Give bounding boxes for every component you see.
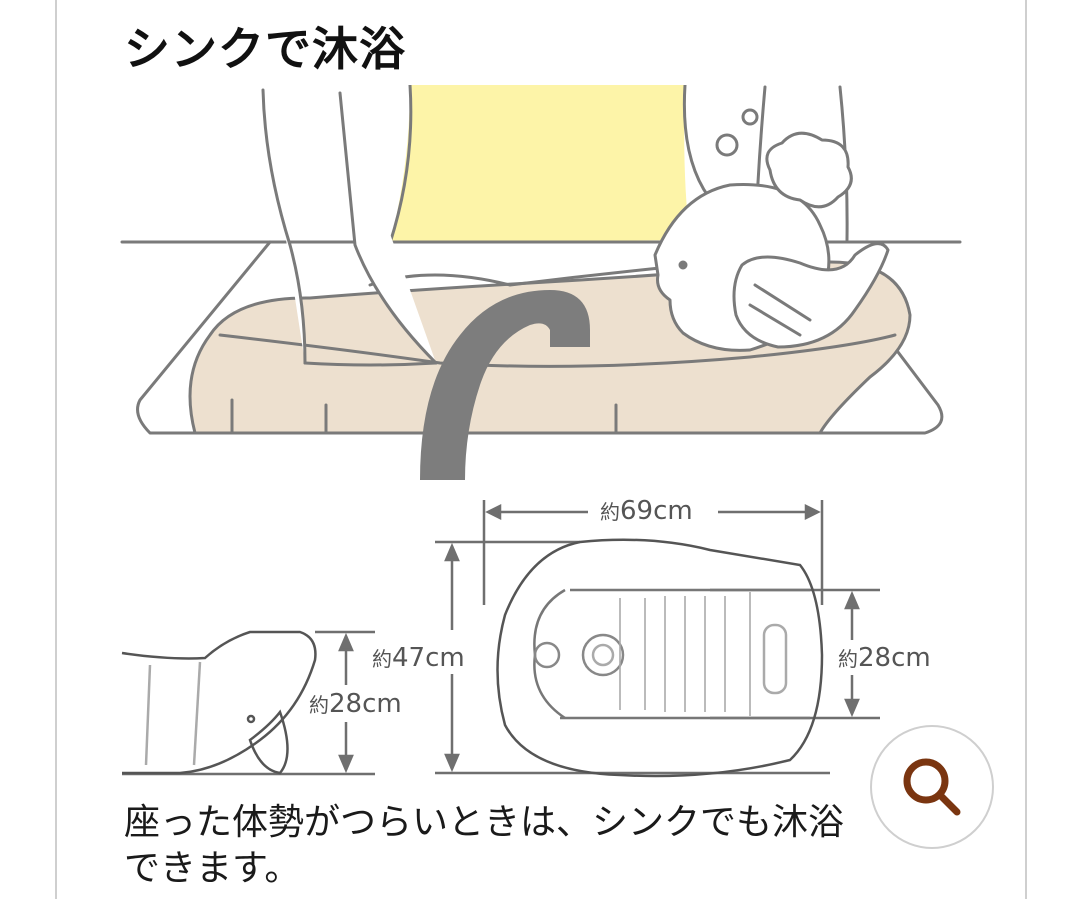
- label-prefix: 約: [309, 693, 329, 717]
- zoom-button[interactable]: [870, 725, 994, 849]
- dimension-width-label: 約69cm: [596, 496, 697, 527]
- dimension-inner-width-label: 約28cm: [834, 643, 935, 674]
- label-prefix: 約: [600, 500, 620, 524]
- label-value: 28cm: [329, 689, 402, 719]
- label-prefix: 約: [838, 647, 858, 671]
- label-value: 28cm: [858, 643, 931, 673]
- caption-line-2: できます。: [124, 848, 301, 889]
- magnifier-icon: [903, 758, 961, 816]
- dimension-diagram: [121, 500, 880, 778]
- label-value: 47cm: [392, 643, 465, 673]
- page-title: シンクで沐浴: [124, 22, 406, 76]
- dimension-side-height-label: 約28cm: [305, 689, 406, 720]
- caption: 座った体勢がつらいときは、シンクでも沐浴 できます。: [124, 800, 904, 892]
- sink-bath-illustration: [120, 85, 962, 480]
- label-value: 69cm: [620, 496, 693, 526]
- label-prefix: 約: [372, 647, 392, 671]
- caption-line-1: 座った体勢がつらいときは、シンクでも沐浴: [124, 802, 845, 843]
- dimension-height-label: 約47cm: [368, 643, 469, 674]
